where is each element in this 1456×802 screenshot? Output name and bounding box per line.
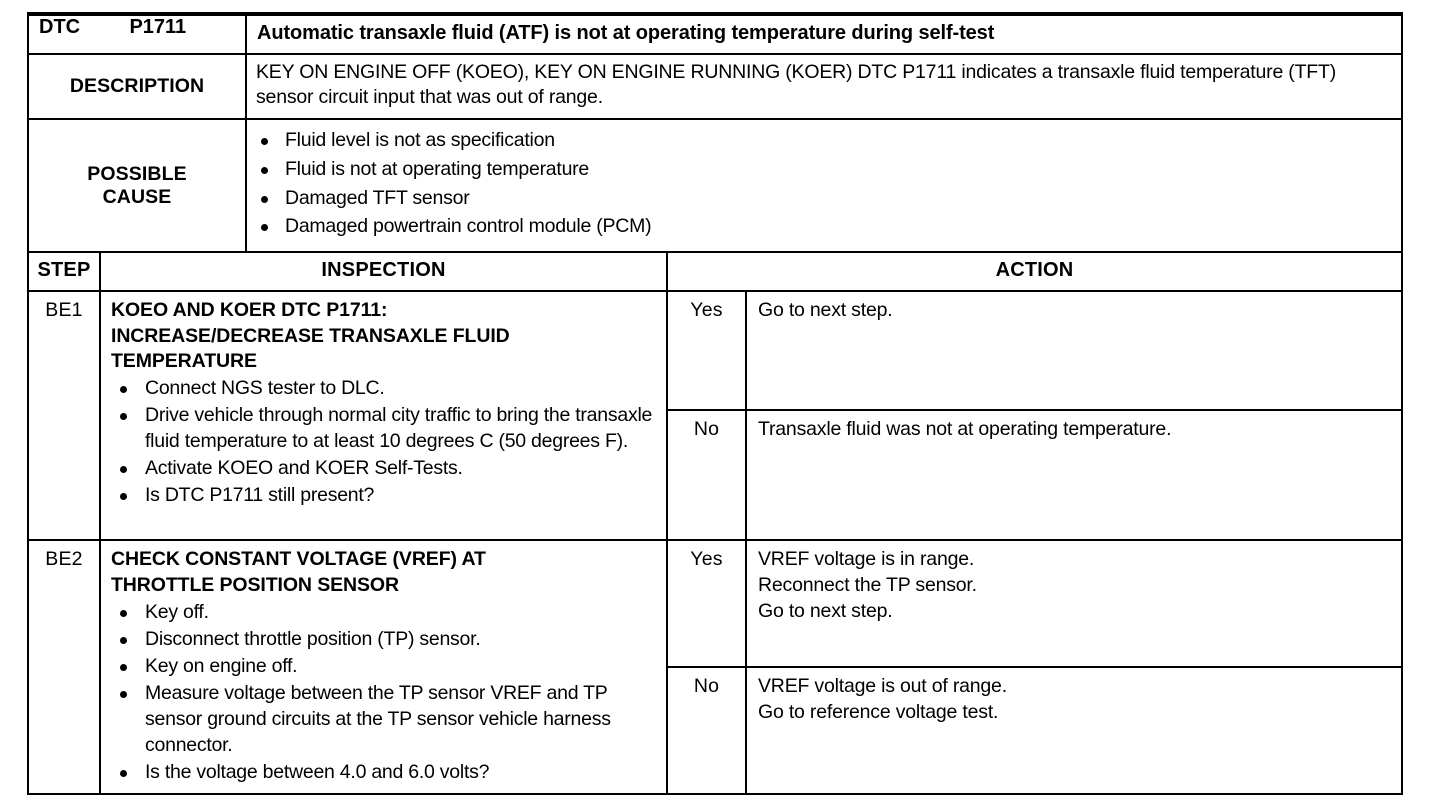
action-text-be1-yes: Go to next step. — [758, 299, 893, 322]
step-id-cell-be1: BE1 — [27, 290, 101, 542]
action-cell-be2-no: VREF voltage is out of range. Go to refe… — [744, 666, 1404, 795]
dtc-code-cell: DTC P1711 — [27, 12, 247, 55]
table-row: No VREF voltage is out of range. Go to r… — [28, 666, 1404, 795]
list-item: Drive vehicle through normal city traffi… — [111, 403, 658, 455]
column-header-step-cell: STEP — [27, 251, 101, 293]
dtc-title-cell: Automatic transaxle fluid (ATF) is not a… — [244, 12, 1404, 55]
table-row: BE1 KOEO AND KOER DTC P1711: INCREASE/DE… — [27, 290, 1404, 542]
column-header-action: ACTION — [995, 259, 1074, 282]
inspection-cell-be2: CHECK CONSTANT VOLTAGE (VREF) AT THROTTL… — [99, 539, 668, 795]
list-item: Damaged powertrain control module (PCM) — [247, 214, 1401, 240]
list-item: Activate KOEO and KOER Self-Tests. — [111, 456, 658, 482]
action-text-be2-no: VREF voltage is out of range. Go to refe… — [758, 675, 1007, 724]
answer-label-be1-no: No — [693, 418, 720, 441]
list-item: Fluid is not at operating temperature — [247, 157, 1401, 183]
step-title-be2: CHECK CONSTANT VOLTAGE (VREF) AT THROTTL… — [111, 548, 486, 596]
description-label-cell: DESCRIPTION — [27, 53, 247, 120]
possible-cause-list-cell: Fluid level is not as specification Flui… — [244, 117, 1404, 254]
list-item: Measure voltage between the TP sensor VR… — [111, 681, 658, 759]
description-text-cell: KEY ON ENGINE OFF (KOEO), KEY ON ENGINE … — [244, 53, 1404, 120]
possible-cause-label-line1: POSSIBLE — [87, 162, 187, 185]
step-id-be2: BE2 — [45, 548, 83, 571]
column-header-action-cell: ACTION — [665, 251, 1404, 293]
inspection-list-be2: Key off. Disconnect throttle position (T… — [111, 600, 658, 785]
list-item: Fluid level is not as specification — [247, 128, 1401, 154]
list-item: Connect NGS tester to DLC. — [111, 376, 658, 402]
dtc-title-text: Automatic transaxle fluid (ATF) is not a… — [257, 22, 995, 44]
list-item: Key off. — [111, 600, 658, 626]
action-cell-be1-no: Transaxle fluid was not at operating tem… — [744, 409, 1404, 542]
table-row: No Transaxle fluid was not at operating … — [28, 409, 1404, 542]
possible-cause-row: POSSIBLE CAUSE Fluid level is not as spe… — [27, 117, 1404, 254]
description-label: DESCRIPTION — [69, 74, 205, 97]
column-header-inspection-cell: INSPECTION — [99, 251, 668, 293]
dtc-code-value: P1711 — [129, 16, 187, 38]
dtc-code-row: DTC P1711 Automatic transaxle fluid (ATF… — [27, 12, 1404, 55]
column-header-step: STEP — [37, 259, 91, 282]
possible-cause-label-line2: CAUSE — [102, 185, 172, 208]
answer-cell-be1-yes: Yes — [666, 290, 747, 412]
step-title-be1: KOEO AND KOER DTC P1711: INCREASE/DECREA… — [111, 299, 510, 373]
column-header-inspection: INSPECTION — [321, 259, 446, 282]
step-id-be1: BE1 — [45, 299, 83, 322]
inspection-cell-be1: KOEO AND KOER DTC P1711: INCREASE/DECREA… — [99, 290, 668, 542]
action-cell-be1-yes: Go to next step. — [744, 290, 1404, 412]
description-text: KEY ON ENGINE OFF (KOEO), KEY ON ENGINE … — [256, 61, 1337, 109]
possible-cause-list: Fluid level is not as specification Flui… — [247, 120, 1401, 252]
dtc-diagnostic-table: DTC P1711 Automatic transaxle fluid (ATF… — [27, 12, 1404, 795]
table-row: BE2 CHECK CONSTANT VOLTAGE (VREF) AT THR… — [27, 539, 1404, 795]
list-item: Disconnect throttle position (TP) sensor… — [111, 627, 658, 653]
list-item: Damaged TFT sensor — [247, 186, 1401, 212]
possible-cause-label: POSSIBLE CAUSE — [29, 120, 245, 252]
answer-label-be2-no: No — [693, 675, 720, 698]
action-text-be2-yes: VREF voltage is in range. Reconnect the … — [758, 548, 977, 623]
action-cell-be2-yes: VREF voltage is in range. Reconnect the … — [744, 539, 1404, 669]
step-id-cell-be2: BE2 — [27, 539, 101, 795]
answer-label-be2-yes: Yes — [690, 548, 723, 571]
description-row: DESCRIPTION KEY ON ENGINE OFF (KOEO), KE… — [27, 53, 1404, 120]
answer-label-be1-yes: Yes — [690, 299, 723, 322]
list-item: Is the voltage between 4.0 and 6.0 volts… — [111, 760, 658, 786]
answer-cell-be2-yes: Yes — [666, 539, 747, 669]
action-text-be1-no: Transaxle fluid was not at operating tem… — [758, 418, 1172, 441]
answer-cell-be1-no: No — [666, 409, 747, 542]
possible-cause-label-cell: POSSIBLE CAUSE — [27, 117, 247, 254]
column-header-row: STEP INSPECTION ACTION — [27, 251, 1404, 293]
dtc-keyword-label: DTC — [39, 16, 81, 38]
list-item: Key on engine off. — [111, 654, 658, 680]
answer-cell-be2-no: No — [666, 666, 747, 795]
inspection-list-be1: Connect NGS tester to DLC. Drive vehicle… — [111, 376, 658, 509]
list-item: Is DTC P1711 still present? — [111, 483, 658, 509]
